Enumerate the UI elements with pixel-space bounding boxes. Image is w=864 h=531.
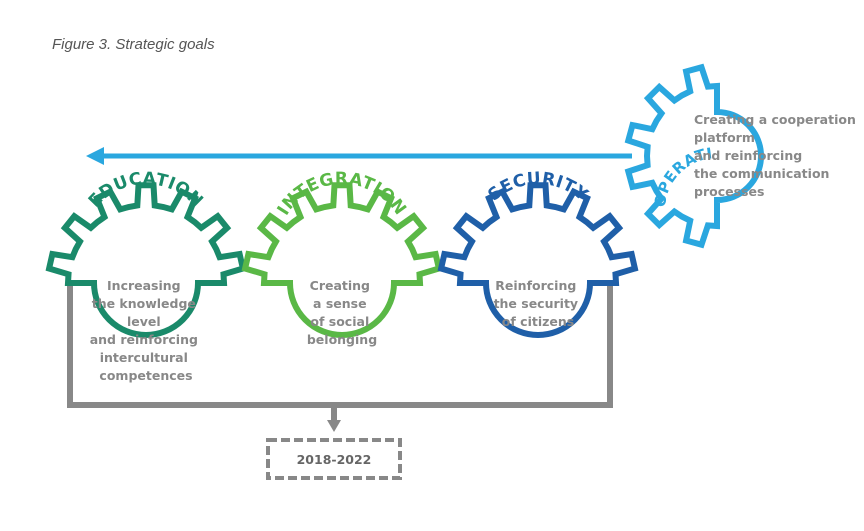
figure-caption: Figure 3. Strategic goals — [52, 36, 215, 53]
gear-education: EDUCATION — [45, 169, 247, 338]
security-description: Reinforcing the security of citizens — [494, 278, 583, 329]
connector-arrowhead — [327, 420, 341, 432]
cooperation-arrow — [86, 147, 632, 165]
gear-security-shape — [437, 182, 639, 338]
gear-cooperation-shape — [624, 63, 764, 249]
integration-description: Creating a sense of social belonging — [307, 278, 377, 347]
education-description: Increasing the knowledge level and reinf… — [90, 278, 203, 383]
period-label: 2018-2022 — [297, 452, 372, 467]
period-connector — [67, 285, 613, 420]
gear-education-shape — [45, 182, 247, 338]
cooperation-description: Creating a cooperation platform and rein… — [694, 112, 860, 199]
period-box — [266, 438, 402, 480]
gear-integration-shape — [241, 182, 443, 338]
